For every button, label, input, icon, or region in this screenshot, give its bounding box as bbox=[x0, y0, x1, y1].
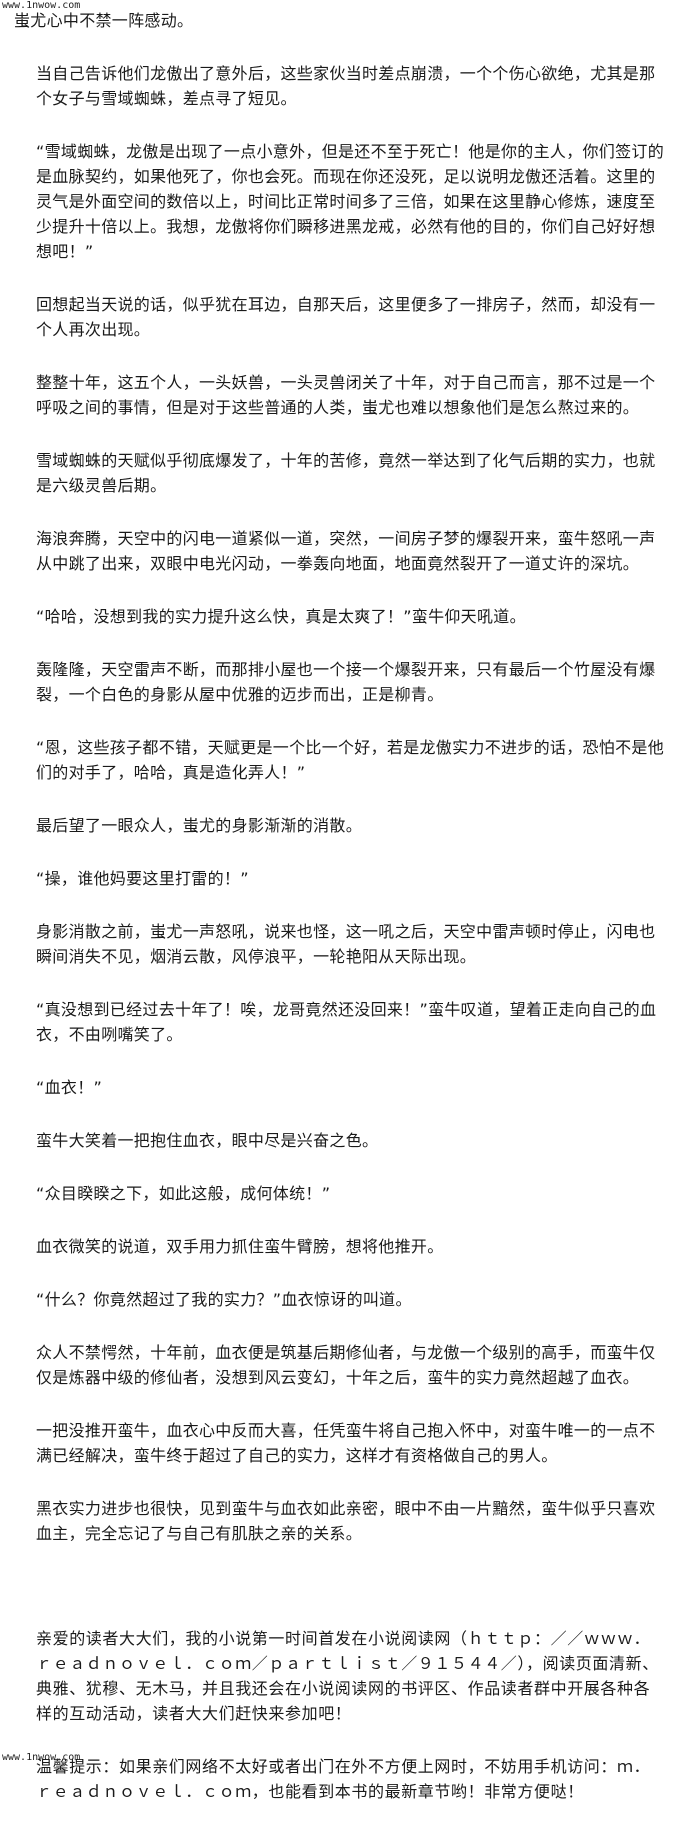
paragraph: “恩，这些孩子都不错，天赋更是一个比一个好，若是龙傲实力不进步的话，恐怕不是他们… bbox=[36, 738, 664, 782]
paragraph: 回想起当天说的话，似乎犹在耳边，自那天后，这里便多了一排房子，然而，却没有一个人… bbox=[36, 295, 656, 339]
paragraph: “操，谁他妈要这里打雷的！” bbox=[36, 869, 249, 888]
paragraph: 黑衣实力进步也很快，见到蛮牛与血衣如此亲密，眼中不由一片黯然，蛮牛似乎只喜欢血主… bbox=[36, 1499, 656, 1543]
paragraph: “众目睽睽之下，如此这般，成何体统！” bbox=[36, 1184, 331, 1203]
paragraph: 海浪奔腾，天空中的闪电一道紧似一道，突然，一间房子梦的爆裂开来，蛮牛怒吼一声从中… bbox=[36, 529, 656, 573]
paragraph: “哈哈，没想到我的实力提升这么快，真是太爽了！”蛮牛仰天吼道。 bbox=[36, 607, 526, 626]
section-spacer bbox=[36, 1574, 666, 1626]
site-notice: 亲爱的读者大大们，我的小说第一时间首发在小说阅读网（ｈｔｔｐ：／／ｗｗｗ．ｒｅａ… bbox=[36, 1629, 659, 1723]
chapter-text: 蚩尤心中不禁一阵感动。 当自己告诉他们龙傲出了意外后，这些家伙当时差点崩溃，一个… bbox=[14, 8, 666, 1832]
paragraph: 蛮牛大笑着一把抱住血衣，眼中尽是兴奋之色。 bbox=[36, 1131, 379, 1150]
paragraph: 当自己告诉他们龙傲出了意外后，这些家伙当时差点崩溃，一个个伤心欲绝，尤其是那个女… bbox=[36, 64, 656, 108]
paragraph: “雪域蜘蛛，龙傲是出现了一点小意外，但是还不至于死亡！他是你的主人，你们签订的是… bbox=[36, 142, 664, 261]
paragraph: 血衣微笑的说道，双手用力抓住蛮牛臂膀，想将他推开。 bbox=[36, 1237, 444, 1256]
paragraph: “真没想到已经过去十年了！唉，龙哥竟然还没回来！”蛮牛叹道，望着正走向自己的血衣… bbox=[36, 1000, 657, 1044]
paragraph: 一把没推开蛮牛，血衣心中反而大喜，任凭蛮牛将自己抱入怀中，对蛮牛唯一的一点不满已… bbox=[36, 1421, 656, 1465]
paragraph: 雪域蜘蛛的天赋似乎彻底爆发了，十年的苦修，竟然一举达到了化气后期的实力，也就是六… bbox=[36, 451, 656, 495]
paragraph: “血衣！” bbox=[36, 1078, 103, 1097]
paragraph: 身影消散之前，蚩尤一声怒吼，说来也怪，这一吼之后，天空中雷声顿时停止，闪电也瞬间… bbox=[36, 922, 656, 966]
paragraph: 整整十年，这五个人，一头妖兽，一头灵兽闭关了十年，对于自己而言，那不过是一个呼吸… bbox=[36, 373, 656, 417]
paragraph: “什么？你竟然超过了我的实力？”血衣惊讶的叫道。 bbox=[36, 1290, 412, 1309]
paragraph: 轰隆隆，天空雷声不断，而那排小屋也一个接一个爆裂开来，只有最后一个竹屋没有爆裂，… bbox=[36, 660, 656, 704]
paragraph: 众人不禁愕然，十年前，血衣便是筑基后期修仙者，与龙傲一个级别的高手，而蛮牛仅仅是… bbox=[36, 1343, 656, 1387]
tip-notice: 温馨提示：如果亲们网络不太好或者出门在外不方便上网时，不妨用手机访问：ｍ．ｒｅａ… bbox=[36, 1757, 651, 1801]
watermark-url-top: www.1nwow.com bbox=[2, 0, 81, 11]
watermark-url-bottom: www.1nwow.com bbox=[2, 1752, 81, 1763]
paragraph: 蚩尤心中不禁一阵感动。 bbox=[14, 11, 194, 30]
paragraph: 最后望了一眼众人，蚩尤的身影渐渐的消散。 bbox=[36, 816, 363, 835]
